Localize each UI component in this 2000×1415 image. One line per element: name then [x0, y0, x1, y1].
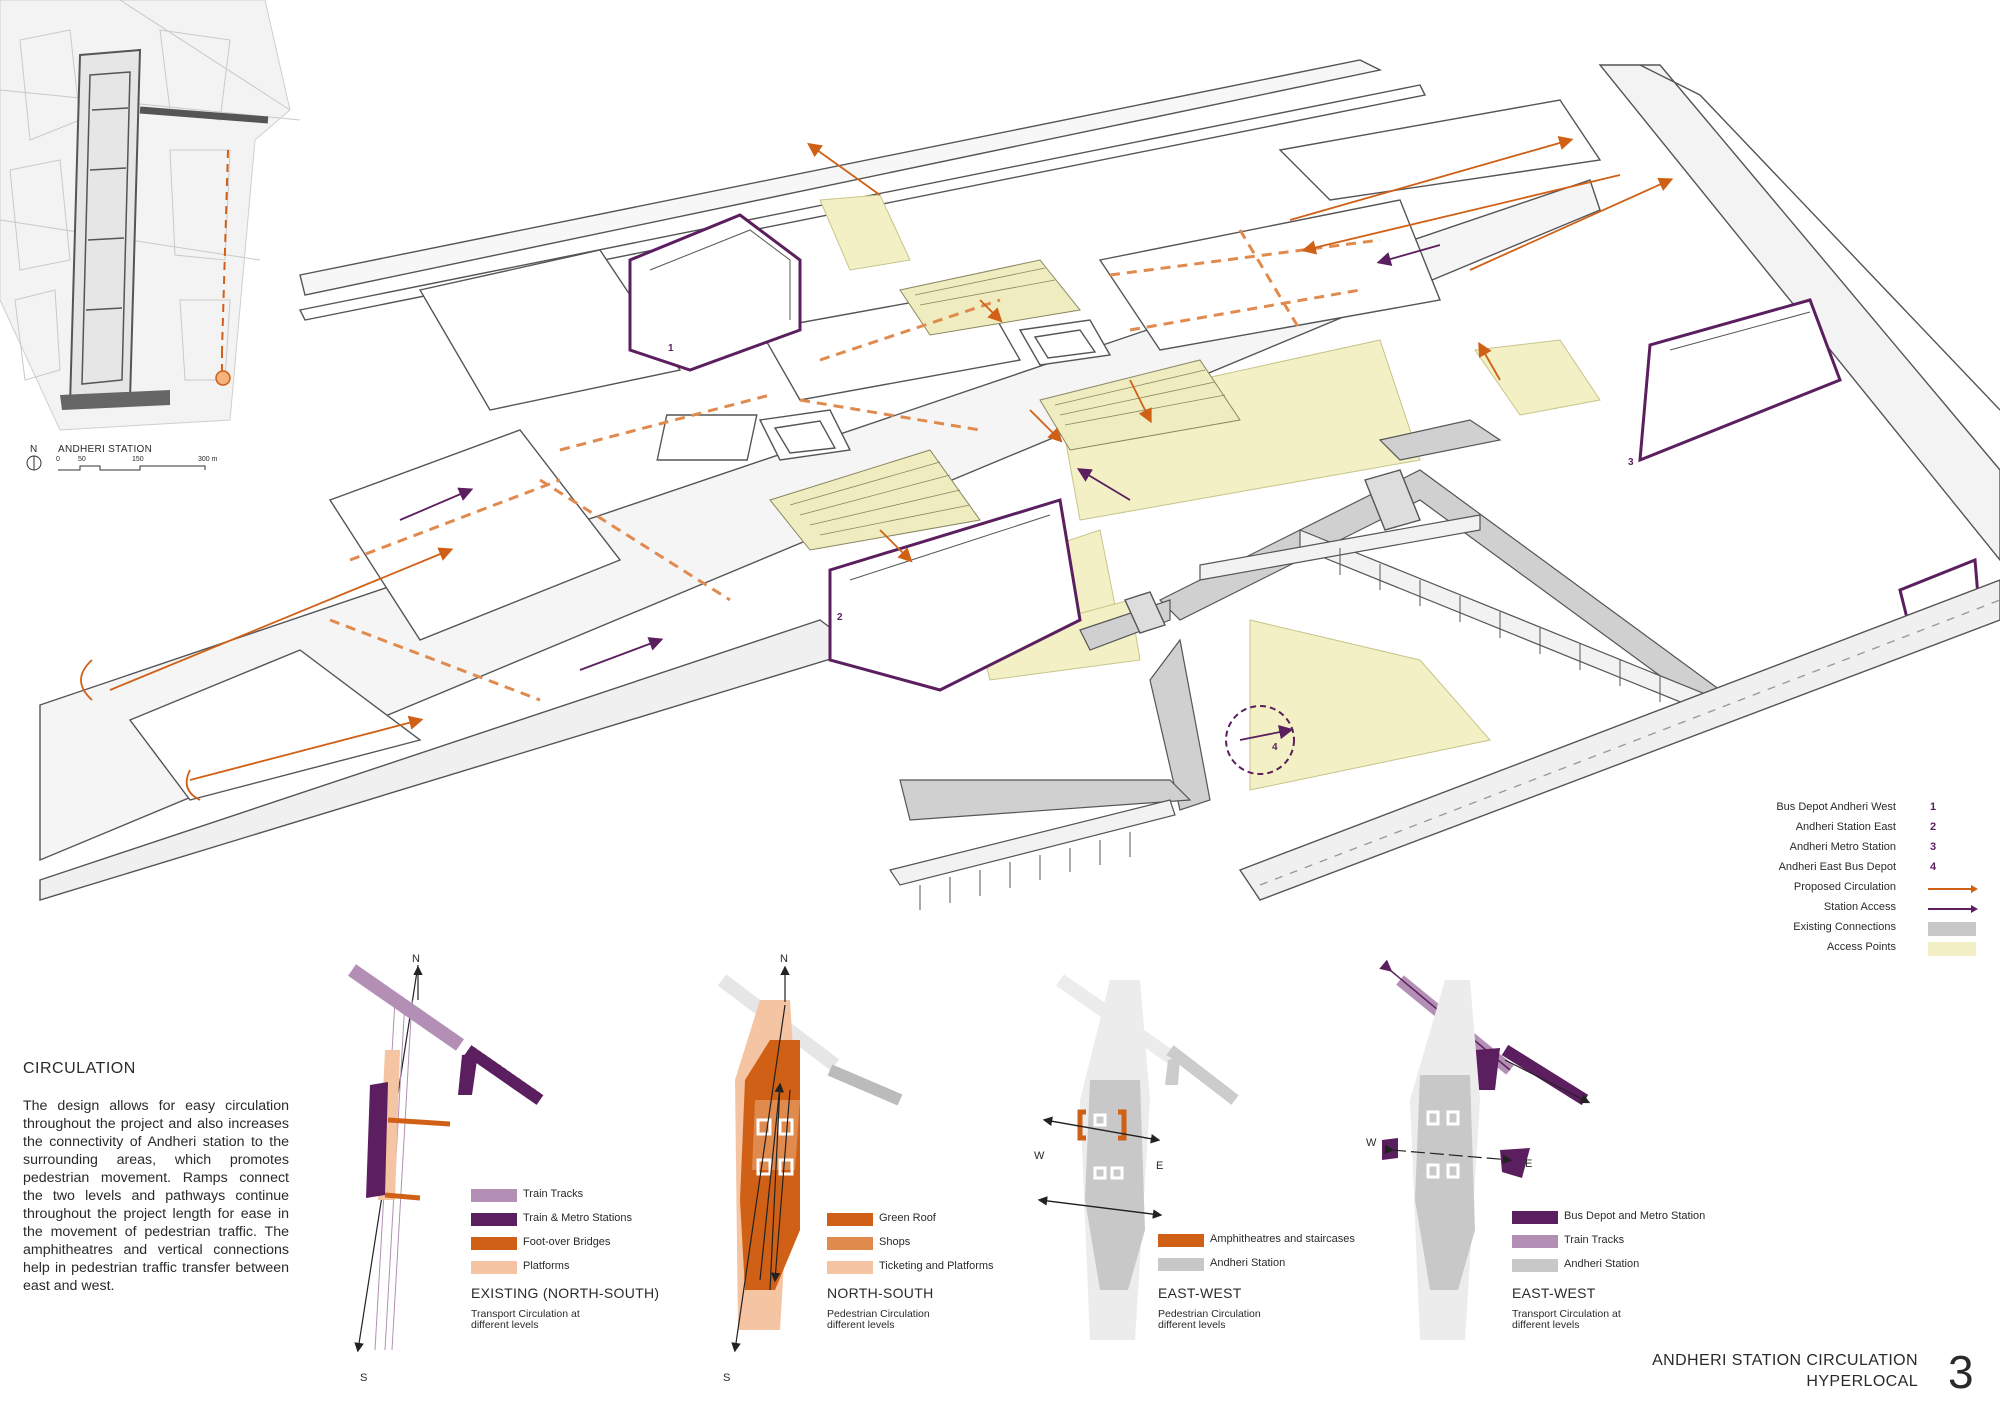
- proposed-circulation-arrows: [80, 136, 1674, 801]
- diagram-3-east: E: [1156, 1160, 1164, 1172]
- diagram-2-caption-1: Pedestrian Circulation: [827, 1308, 930, 1320]
- legend-number: 3: [1930, 841, 1937, 853]
- diagram-4-caption-2: different levels: [1512, 1319, 1580, 1331]
- swatch: [1512, 1211, 1558, 1224]
- circulation-heading: CIRCULATION: [23, 1060, 136, 1077]
- diagram-1-caption-1: Transport Circulation at: [471, 1308, 580, 1320]
- legend-number: 2: [1930, 821, 1937, 833]
- diagram-2-south: S: [723, 1372, 731, 1384]
- legend-row-station-access: Station Access: [1700, 898, 1990, 918]
- legend-row-metro-station: Andheri Metro Station 3: [1700, 838, 1990, 858]
- diagram-1-north: N: [412, 953, 420, 965]
- swatch: [1512, 1235, 1558, 1248]
- legend-row-existing-connections: Existing Connections: [1700, 918, 1990, 938]
- diagram-4-east: E: [1525, 1158, 1533, 1170]
- diagram-existing-ns: [348, 964, 545, 1353]
- building-number-2: 2: [837, 612, 843, 623]
- swatch: [827, 1261, 873, 1274]
- diagram-1-title: EXISTING (NORTH-SOUTH): [471, 1285, 660, 1301]
- map-legend: Bus Depot Andheri West 1 Andheri Station…: [1700, 798, 1990, 958]
- orange-arrow-icon: [1928, 885, 1978, 893]
- proposed-circulation-paths: [329, 229, 1381, 702]
- legend-number: 4: [1930, 861, 1937, 873]
- legend-label: Andheri Station: [1210, 1257, 1286, 1269]
- swatch: [827, 1213, 873, 1226]
- legend-row-station-east: Andheri Station East 2: [1700, 818, 1990, 838]
- legend-row-proposed-circulation: Proposed Circulation: [1700, 878, 1990, 898]
- legend-label: Proposed Circulation: [1793, 881, 1896, 893]
- diagram-4-caption-1: Transport Circulation at: [1512, 1308, 1621, 1320]
- legend-label: Foot-over Bridges: [523, 1236, 611, 1248]
- scale-label-150: 150: [132, 456, 144, 463]
- legend-label: Bus Depot and Metro Station: [1564, 1210, 1706, 1222]
- scale-label-300: 300 m: [198, 456, 218, 463]
- legend-label: Andheri East Bus Depot: [1778, 861, 1896, 873]
- scale-label-0: 0: [56, 456, 60, 463]
- swatch: [471, 1189, 517, 1202]
- diagram-2-north: N: [780, 953, 788, 965]
- legend-number: 1: [1930, 801, 1937, 813]
- swatch: [1512, 1259, 1558, 1272]
- sheet-subtitle: HYPERLOCAL: [1806, 1373, 1918, 1390]
- diagram-3-title: EAST-WEST: [1158, 1285, 1242, 1301]
- legend-label: Train & Metro Stations: [523, 1212, 633, 1224]
- legend-label: Station Access: [1823, 901, 1896, 913]
- legend-label: Train Tracks: [523, 1188, 584, 1200]
- swatch: [827, 1237, 873, 1250]
- grey-swatch: [1928, 922, 1976, 936]
- legend-row-bus-depot-west: Bus Depot Andheri West 1: [1700, 798, 1990, 818]
- purple-arrow-icon: [1928, 905, 1978, 913]
- legend-label: Train Tracks: [1564, 1234, 1625, 1246]
- legend-label: Andheri Station: [1564, 1258, 1640, 1270]
- legend-label: Platforms: [523, 1260, 570, 1272]
- legend-row-access-points: Access Points: [1700, 938, 1990, 958]
- page-number: 3: [1948, 1346, 1974, 1398]
- diagram-4-west: W: [1366, 1137, 1377, 1149]
- swatch: [1158, 1258, 1204, 1271]
- legend-row-bus-depot-east: Andheri East Bus Depot 4: [1700, 858, 1990, 878]
- yellow-swatch: [1928, 942, 1976, 956]
- legend-label: Andheri Station East: [1795, 821, 1896, 833]
- swatch: [471, 1213, 517, 1226]
- legend-label: Bus Depot Andheri West: [1776, 801, 1896, 813]
- swatch: [471, 1237, 517, 1250]
- diagram-ns-pedestrian: [717, 965, 903, 1353]
- map-title: ANDHERI STATION: [58, 444, 153, 455]
- swatch: [471, 1261, 517, 1274]
- circulation-body: The design allows for easy circulation t…: [23, 1098, 289, 1294]
- location-map: [0, 0, 301, 471]
- scale-label-50: 50: [78, 456, 86, 463]
- diagram-1-south: S: [360, 1372, 368, 1384]
- sheet-title: ANDHERI STATION CIRCULATION: [1652, 1352, 1918, 1369]
- diagram-4-title: EAST-WEST: [1512, 1285, 1596, 1301]
- axonometric-site: [39, 59, 2000, 910]
- diagram-ew-pedestrian: [1037, 974, 1239, 1340]
- building-number-4: 4: [1272, 742, 1278, 753]
- legend-label: Existing Connections: [1793, 921, 1896, 933]
- diagram-1-caption-2: different levels: [471, 1319, 539, 1331]
- legend-label: Ticketing and Platforms: [879, 1260, 994, 1272]
- building-number-1: 1: [668, 343, 674, 354]
- building-number-3: 3: [1628, 457, 1634, 468]
- legend-label: Amphitheatres and staircases: [1210, 1233, 1355, 1245]
- station-access-arrows: [399, 244, 1441, 741]
- diagram-3-caption-2: different levels: [1158, 1319, 1226, 1331]
- diagram-2-caption-2: different levels: [827, 1319, 895, 1331]
- map-north-label: N: [30, 444, 38, 455]
- swatch: [1158, 1234, 1204, 1247]
- diagram-ew-transport: [1379, 959, 1591, 1340]
- diagram-3-west: W: [1034, 1150, 1045, 1162]
- diagram-2-title: NORTH-SOUTH: [827, 1285, 934, 1301]
- diagram-3-caption-1: Pedestrian Circulation: [1158, 1308, 1261, 1320]
- legend-label: Andheri Metro Station: [1789, 841, 1896, 853]
- legend-label: Green Roof: [879, 1212, 936, 1224]
- legend-label: Access Points: [1826, 941, 1896, 953]
- legend-label: Shops: [879, 1236, 911, 1248]
